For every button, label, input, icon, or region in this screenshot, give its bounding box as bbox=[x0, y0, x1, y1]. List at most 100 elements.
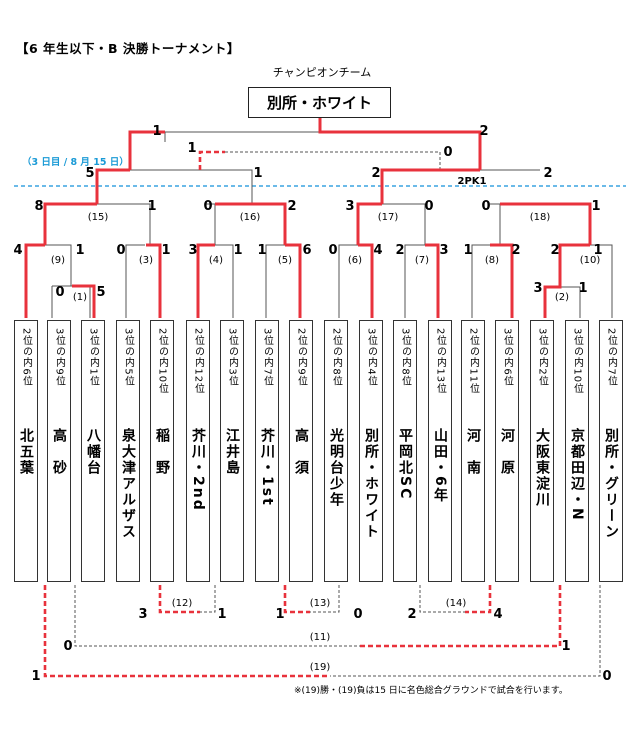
score: 1 bbox=[233, 243, 242, 258]
score: 2 bbox=[407, 607, 416, 622]
team-name: 高 砂 bbox=[51, 428, 67, 476]
match-label: (16) bbox=[240, 212, 261, 223]
win-path bbox=[43, 202, 97, 245]
team-name: 稲 野 bbox=[154, 428, 170, 476]
page-title: 【6 年生以下・B 決勝トーナメント】 bbox=[16, 41, 240, 56]
team-box: 3位の内9位高 砂 bbox=[47, 320, 71, 582]
team-name: 北五葉 bbox=[18, 428, 34, 476]
score: 0 bbox=[602, 669, 611, 684]
team-box: 2位の内12位芥川・2nd bbox=[186, 320, 210, 582]
score: 4 bbox=[493, 607, 502, 622]
team-name: 泉大津アルザス bbox=[120, 428, 136, 540]
match-label: (19) bbox=[310, 662, 331, 673]
match-label: (3) bbox=[139, 255, 153, 266]
team-seed: 3位の内1位 bbox=[87, 328, 99, 387]
win-path bbox=[500, 202, 592, 245]
team-box: 3位の内6位河 原 bbox=[495, 320, 519, 582]
win-path-dashed bbox=[158, 585, 200, 614]
team-name: 山田・6年 bbox=[432, 428, 448, 504]
win-path bbox=[356, 202, 382, 245]
team-name: 平岡北SC bbox=[397, 428, 413, 501]
bracket-line bbox=[471, 244, 490, 318]
score: 1 bbox=[161, 243, 170, 258]
team-box: 3位の内7位芥川・1st bbox=[255, 320, 279, 582]
score: 0 bbox=[203, 199, 212, 214]
bracket-line bbox=[215, 244, 234, 318]
bracket-line bbox=[265, 244, 285, 318]
score: 1 bbox=[253, 166, 262, 181]
bracket-line bbox=[45, 244, 72, 266]
match-label: (13) bbox=[310, 598, 331, 609]
score: 3 bbox=[138, 607, 147, 622]
team-seed: 2位の内10位 bbox=[156, 328, 168, 395]
score: 3 bbox=[345, 199, 354, 214]
win-path bbox=[128, 130, 165, 170]
team-seed: 3位の内6位 bbox=[501, 328, 513, 387]
team-box: 2位の内9位高 須 bbox=[289, 320, 313, 582]
score: 3 bbox=[533, 281, 542, 296]
bracket-line bbox=[225, 151, 441, 170]
team-box: 2位の内7位別所・グリーン bbox=[599, 320, 623, 582]
win-path bbox=[196, 243, 215, 318]
team-seed: 3位の内4位 bbox=[365, 328, 377, 387]
score: 1 bbox=[217, 607, 226, 622]
score: 2 bbox=[479, 124, 488, 139]
team-name: 河 南 bbox=[465, 428, 481, 476]
team-name: 芥川・2nd bbox=[190, 428, 206, 512]
match-label: (1) bbox=[73, 292, 87, 303]
win-path bbox=[543, 243, 590, 318]
score: 5 bbox=[85, 166, 94, 181]
bracket-line bbox=[74, 585, 360, 647]
team-name: 別所・ホワイト bbox=[363, 428, 379, 540]
bracket-line bbox=[404, 244, 425, 318]
match-label: (12) bbox=[172, 598, 193, 609]
team-name: 河 原 bbox=[499, 428, 515, 476]
team-name: 別所・グリーン bbox=[603, 428, 619, 540]
score: 1 bbox=[31, 669, 40, 684]
score: 0 bbox=[116, 243, 125, 258]
win-path bbox=[72, 284, 96, 318]
score: 1 bbox=[591, 199, 600, 214]
match-label: (9) bbox=[51, 255, 65, 266]
score: 2 bbox=[371, 166, 380, 181]
team-name: 京都田辺・N bbox=[569, 428, 585, 522]
team-box: 3位の内1位八幡台 bbox=[81, 320, 105, 582]
bracket-line bbox=[330, 585, 601, 677]
champion-name: 別所・ホワイト bbox=[266, 94, 372, 112]
score: 1 bbox=[187, 141, 196, 156]
team-seed: 3位の内5位 bbox=[122, 328, 134, 387]
match-label: (6) bbox=[348, 255, 362, 266]
win-path bbox=[285, 243, 302, 318]
bracket-line bbox=[490, 203, 501, 245]
match-label: (4) bbox=[209, 255, 223, 266]
win-path bbox=[215, 202, 287, 245]
win-path-dashed bbox=[198, 150, 225, 170]
bracket-line bbox=[419, 585, 465, 613]
score: 3 bbox=[439, 243, 448, 258]
team-name: 高 須 bbox=[293, 428, 309, 476]
bracket-line bbox=[590, 244, 613, 318]
bracket-line bbox=[97, 203, 151, 245]
match-label: (8) bbox=[485, 255, 499, 266]
score: 0 bbox=[443, 145, 452, 160]
team-box: 2位の内13位山田・6年 bbox=[428, 320, 452, 582]
team-box: 3位の内4位別所・ホワイト bbox=[359, 320, 383, 582]
score: 2 bbox=[543, 166, 552, 181]
score: 2 bbox=[511, 243, 520, 258]
champion-label: チャンピオンチーム bbox=[272, 66, 372, 79]
team-box: 2位の内11位河 南 bbox=[461, 320, 485, 582]
win-path bbox=[425, 243, 440, 318]
win-path-dashed bbox=[283, 585, 310, 614]
team-box: 3位の内3位江井島 bbox=[220, 320, 244, 582]
match-label: (5) bbox=[278, 255, 292, 266]
win-path-dashed bbox=[43, 585, 330, 678]
score: 1 bbox=[578, 281, 587, 296]
win-path bbox=[380, 168, 480, 204]
bracket-line bbox=[200, 585, 216, 613]
score: 0 bbox=[424, 199, 433, 214]
team-seed: 3位の内8位 bbox=[399, 328, 411, 387]
win-path bbox=[358, 243, 374, 318]
team-name: 八幡台 bbox=[85, 428, 101, 476]
team-name: 光明台少年 bbox=[328, 428, 344, 508]
